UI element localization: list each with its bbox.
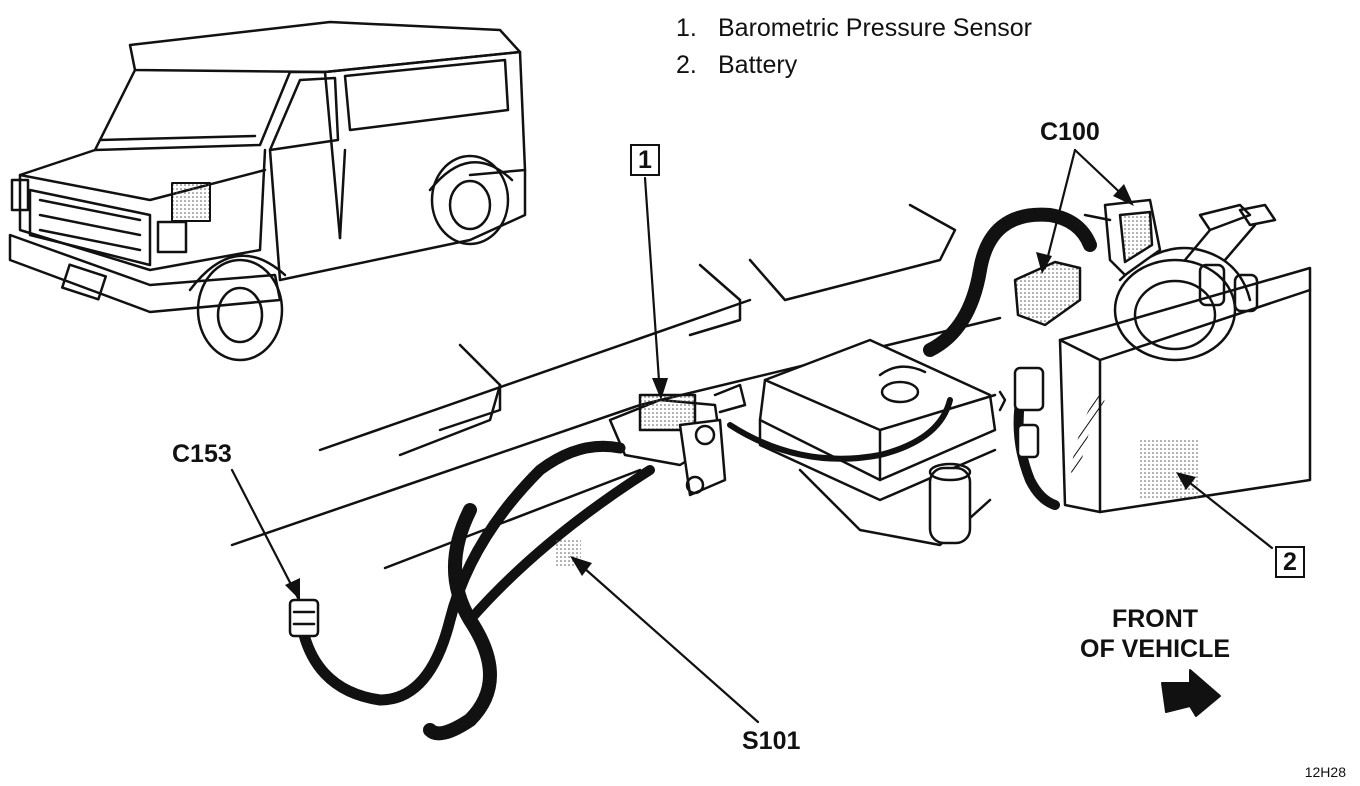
van-illustration bbox=[8, 20, 527, 362]
front-of-vehicle-label: FRONT OF VEHICLE bbox=[1080, 604, 1230, 664]
callout-c153: C153 bbox=[172, 440, 232, 468]
figure-code: 12H28 bbox=[1304, 764, 1346, 780]
front-label-line2: OF VEHICLE bbox=[1080, 635, 1231, 663]
legend-number: 2. bbox=[676, 51, 697, 79]
legend-label: Battery bbox=[718, 51, 798, 79]
legend-item: 2. Battery bbox=[676, 47, 1032, 84]
barometric-pressure-sensor bbox=[608, 383, 747, 497]
front-label-line1: FRONT bbox=[1111, 605, 1199, 633]
front-arrow bbox=[1161, 669, 1221, 717]
wiring-harness bbox=[288, 198, 1162, 741]
legend-item: 1. Barometric Pressure Sensor bbox=[676, 10, 1032, 47]
callout-s101: S101 bbox=[742, 727, 801, 755]
component-tray bbox=[758, 338, 997, 547]
callout-box-1: 1 bbox=[630, 144, 660, 176]
legend: 1. Barometric Pressure Sensor 2. Battery bbox=[676, 10, 1032, 84]
callout-c100: C100 bbox=[1040, 118, 1100, 146]
callout-box-2: 2 bbox=[1275, 546, 1305, 578]
battery bbox=[1058, 203, 1312, 514]
leader-lines bbox=[230, 148, 1274, 724]
legend-label: Barometric Pressure Sensor bbox=[718, 14, 1033, 42]
legend-number: 1. bbox=[676, 14, 697, 42]
